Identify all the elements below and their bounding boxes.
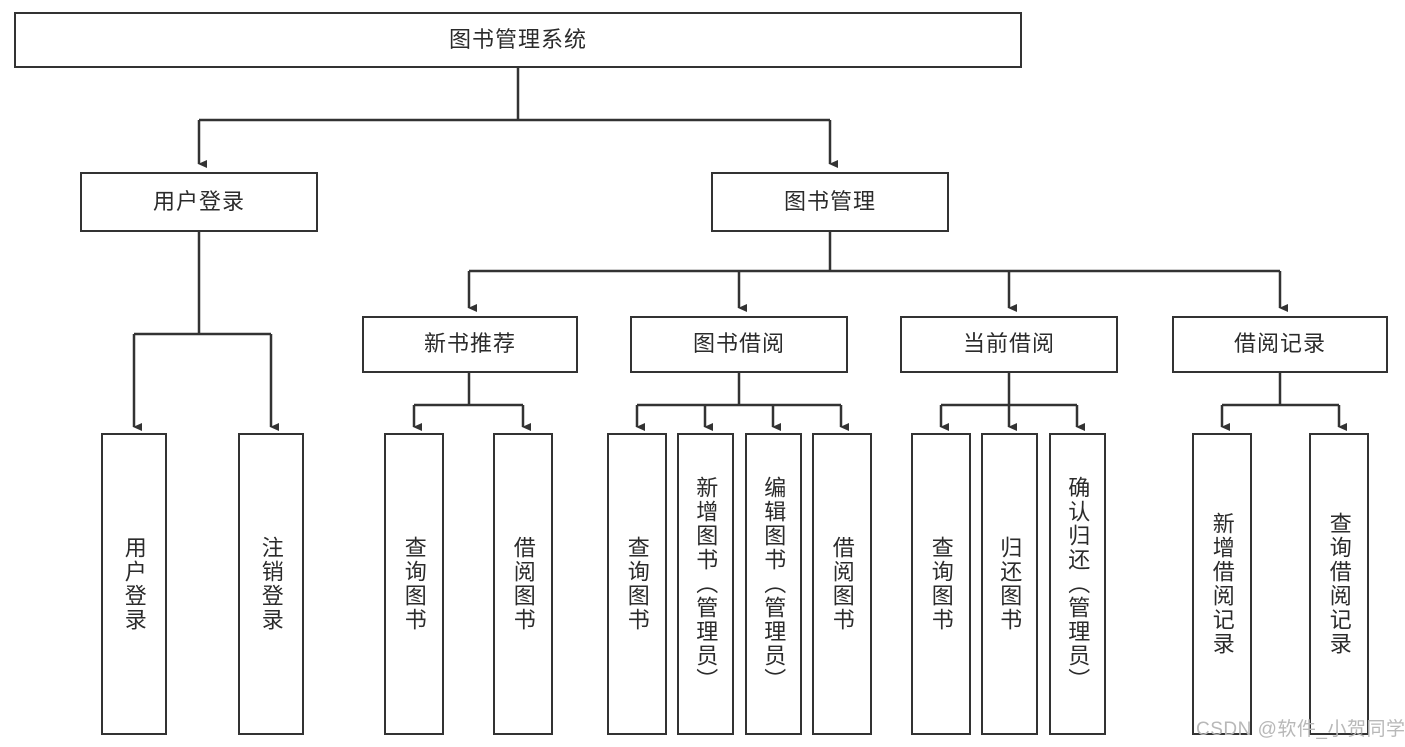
leaf-label: 查询图书 bbox=[928, 536, 954, 632]
leaf-book-borrow-0[interactable]: 查询图书 bbox=[607, 433, 667, 735]
node-borrow-record[interactable]: 借阅记录 bbox=[1172, 316, 1388, 373]
leaf-label: 确认归还（管理员） bbox=[1065, 476, 1091, 692]
node-borrow-record-label: 借阅记录 bbox=[1233, 331, 1326, 357]
leaf-borrow-record-1[interactable]: 查询借阅记录 bbox=[1309, 433, 1369, 735]
leaf-book-borrow-3[interactable]: 借阅图书 bbox=[812, 433, 872, 735]
leaf-label: 查询图书 bbox=[624, 536, 650, 632]
node-new-book-recommend[interactable]: 新书推荐 bbox=[362, 316, 578, 373]
leaf-label: 借阅图书 bbox=[510, 536, 536, 632]
leaf-book-borrow-2[interactable]: 编辑图书（管理员） bbox=[745, 433, 802, 735]
leaf-current-borrow-1[interactable]: 归还图书 bbox=[981, 433, 1038, 735]
leaf-borrow-record-0[interactable]: 新增借阅记录 bbox=[1192, 433, 1252, 735]
leaf-user-login-0[interactable]: 用户登录 bbox=[101, 433, 167, 735]
leaf-new-book-rec-1[interactable]: 借阅图书 bbox=[493, 433, 553, 735]
node-book-borrow-label: 图书借阅 bbox=[692, 331, 785, 357]
leaf-label: 注销登录 bbox=[258, 536, 284, 632]
node-new-book-recommend-label: 新书推荐 bbox=[423, 331, 516, 357]
leaf-label: 编辑图书（管理员） bbox=[761, 476, 787, 692]
csdn-watermark: CSDN @软件_小贺同学 bbox=[1196, 719, 1405, 740]
leaf-label: 查询图书 bbox=[401, 536, 427, 632]
leaf-book-borrow-1[interactable]: 新增图书（管理员） bbox=[677, 433, 734, 735]
node-user-login[interactable]: 用户登录 bbox=[80, 172, 318, 232]
node-user-login-label: 用户登录 bbox=[152, 188, 245, 214]
leaf-label: 归还图书 bbox=[997, 536, 1023, 632]
node-root[interactable]: 图书管理系统 bbox=[14, 12, 1022, 68]
leaf-label: 用户登录 bbox=[121, 536, 147, 632]
leaf-label: 查询借阅记录 bbox=[1326, 512, 1352, 656]
leaf-new-book-rec-0[interactable]: 查询图书 bbox=[384, 433, 444, 735]
node-current-borrow[interactable]: 当前借阅 bbox=[900, 316, 1118, 373]
leaf-current-borrow-0[interactable]: 查询图书 bbox=[911, 433, 971, 735]
leaf-current-borrow-2[interactable]: 确认归还（管理员） bbox=[1049, 433, 1106, 735]
leaf-label: 新增图书（管理员） bbox=[693, 476, 719, 692]
leaf-label: 新增借阅记录 bbox=[1209, 512, 1235, 656]
leaf-label: 借阅图书 bbox=[829, 536, 855, 632]
node-book-borrow[interactable]: 图书借阅 bbox=[630, 316, 848, 373]
node-book-manage-label: 图书管理 bbox=[783, 188, 876, 214]
leaf-user-login-1[interactable]: 注销登录 bbox=[238, 433, 304, 735]
node-book-manage[interactable]: 图书管理 bbox=[711, 172, 949, 232]
node-current-borrow-label: 当前借阅 bbox=[962, 331, 1055, 357]
node-root-label: 图书管理系统 bbox=[448, 26, 587, 52]
